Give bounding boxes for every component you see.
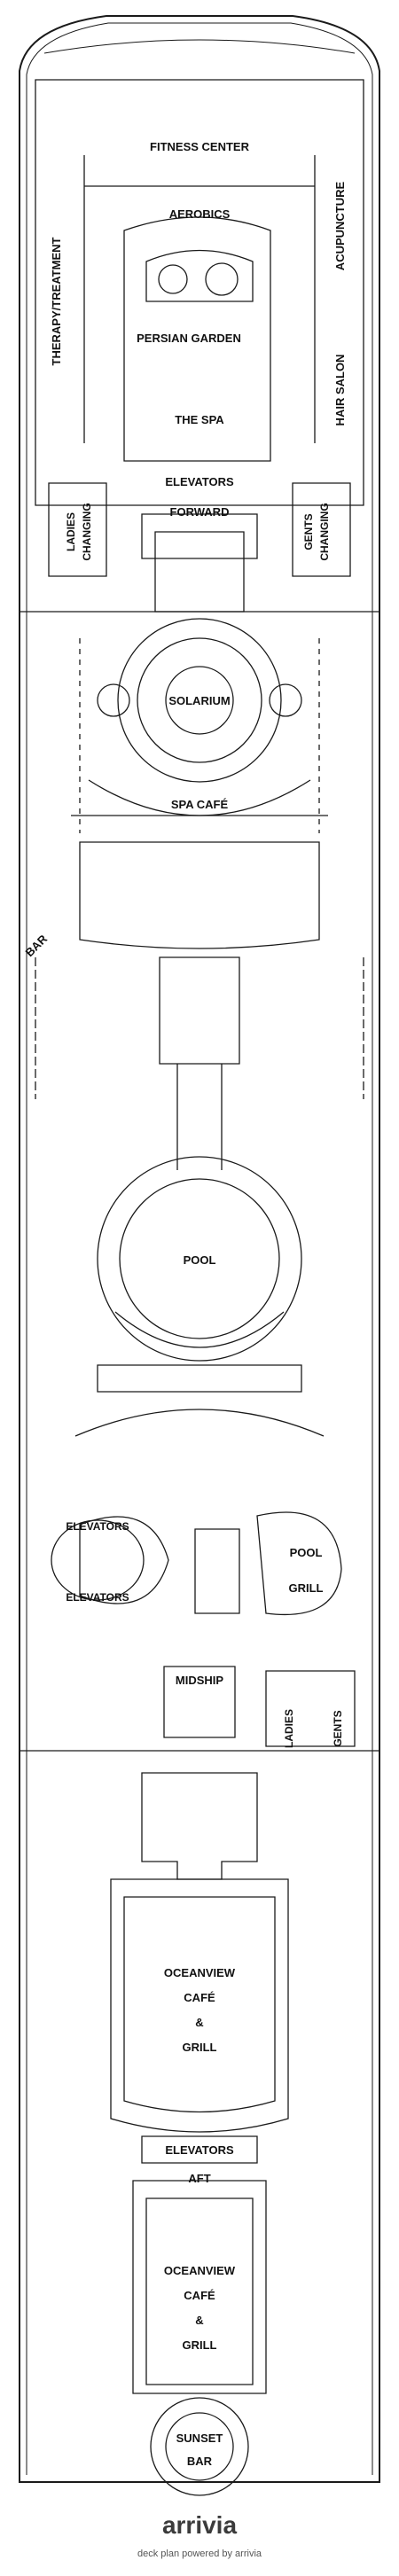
label-oceanview-1-line1: OCEANVIEW bbox=[164, 1966, 236, 1979]
label-aft: AFT bbox=[188, 2172, 210, 2185]
label-solarium: SOLARIUM bbox=[168, 694, 230, 707]
label-the-spa: THE SPA bbox=[175, 413, 224, 426]
label-elevators-mid-1: ELEVATORS bbox=[66, 1520, 129, 1533]
brand-tagline: deck plan powered by arrivia bbox=[137, 2549, 262, 2559]
label-sunset-bar-2: BAR bbox=[187, 2455, 213, 2468]
labels: FITNESS CENTER AEROBICS THERAPY/TREATMEN… bbox=[23, 140, 347, 2468]
label-elevators-forward: ELEVATORS bbox=[165, 475, 234, 488]
label-oceanview-2-line2: CAFÉ bbox=[184, 2289, 215, 2302]
label-gents-mid: GENTS bbox=[332, 1710, 344, 1746]
label-pool-grill-1: POOL bbox=[290, 1546, 323, 1559]
footer: arrivia deck plan powered by arrivia bbox=[137, 2511, 262, 2559]
label-acupuncture: ACUPUNCTURE bbox=[333, 181, 347, 270]
label-forward: FORWARD bbox=[170, 505, 230, 519]
solarium-area bbox=[20, 611, 379, 833]
label-therapy-treatment: THERAPY/TREATMENT bbox=[50, 237, 63, 365]
label-midship: MIDSHIP bbox=[176, 1674, 224, 1687]
label-oceanview-2-line3: & bbox=[195, 2314, 203, 2327]
label-fitness-center: FITNESS CENTER bbox=[150, 140, 250, 153]
label-spa-cafe: SPA CAFÉ bbox=[171, 798, 229, 811]
label-elevators-mid-2: ELEVATORS bbox=[66, 1591, 129, 1604]
hull-outline bbox=[19, 15, 380, 2483]
label-oceanview-1-line4: GRILL bbox=[183, 2041, 217, 2054]
label-hair-salon: HAIR SALON bbox=[333, 355, 347, 426]
label-elevators-aft: ELEVATORS bbox=[165, 2143, 234, 2157]
label-oceanview-2-line4: GRILL bbox=[183, 2338, 217, 2352]
label-ladies-changing-1: LADIES bbox=[65, 512, 77, 551]
label-oceanview-1-line2: CAFÉ bbox=[184, 1991, 215, 2004]
label-gents-changing-1: GENTS bbox=[302, 513, 315, 550]
label-ladies-mid: LADIES bbox=[283, 1709, 295, 1748]
label-oceanview-1-line3: & bbox=[195, 2016, 203, 2029]
label-persian-garden: PERSIAN GARDEN bbox=[137, 332, 241, 345]
spa-area bbox=[35, 79, 364, 613]
label-oceanview-2-line1: OCEANVIEW bbox=[164, 2264, 236, 2277]
brand-logo: arrivia bbox=[162, 2511, 237, 2539]
label-gents-changing-2: CHANGING bbox=[318, 503, 331, 560]
label-pool-grill-2: GRILL bbox=[289, 1581, 324, 1595]
label-aerobics: AEROBICS bbox=[169, 207, 231, 221]
label-ladies-changing-2: CHANGING bbox=[81, 503, 93, 560]
pool-area bbox=[35, 841, 364, 1747]
label-pool: POOL bbox=[184, 1253, 216, 1267]
label-sunset-bar-1: SUNSET bbox=[176, 2432, 223, 2445]
aft-area bbox=[20, 1750, 379, 2496]
